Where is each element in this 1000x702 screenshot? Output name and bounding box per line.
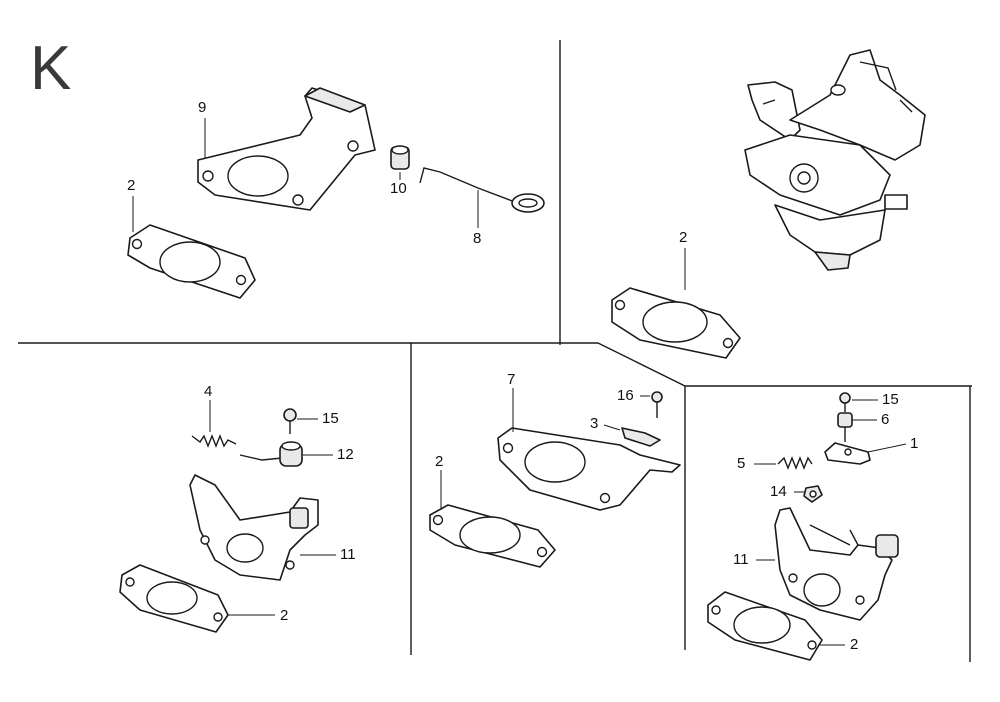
callout-1: 1 [910, 435, 919, 452]
part-6-collar [837, 412, 853, 442]
callout-3: 3 [590, 415, 599, 432]
leader-1 [867, 443, 907, 453]
part-2-gasket-bm [429, 504, 556, 568]
part-7-plate [497, 427, 681, 511]
callout-2-top-left: 2 [127, 177, 136, 194]
callout-4: 4 [204, 383, 213, 400]
callout-6: 6 [881, 411, 890, 428]
callout-5: 5 [737, 455, 746, 472]
part-5-spring [777, 456, 813, 470]
part-4-spring [191, 434, 237, 448]
callout-14: 14 [770, 483, 787, 500]
leader-3 [603, 424, 621, 431]
part-2-gasket-top-left [127, 224, 256, 299]
panel-dividers [18, 40, 972, 662]
part-14-nut [803, 485, 823, 503]
part-8-rod [419, 167, 545, 213]
callout-2-bottom-left: 2 [280, 607, 289, 624]
callout-10: 10 [390, 180, 407, 197]
part-12-collar [239, 441, 303, 467]
callout-11-bottom-right: 11 [733, 551, 749, 568]
section-letter: K [30, 34, 72, 103]
part-16-screw [651, 391, 663, 418]
part-3-clip [621, 427, 661, 447]
callout-2-bottom-right: 2 [850, 636, 859, 653]
part-2-gasket-br [707, 591, 823, 661]
callout-8: 8 [473, 230, 482, 247]
part-15-screw-bl [283, 408, 297, 434]
callout-15-bottom-right: 15 [882, 391, 899, 408]
part-9-plate [197, 87, 376, 211]
part-1-lever [824, 442, 871, 465]
part-15-screw-br [839, 392, 851, 412]
callout-2-bottom-middle: 2 [435, 453, 444, 470]
part-10-nut [390, 145, 410, 170]
part-2-gasket-top-right [611, 287, 741, 359]
callout-16: 16 [617, 387, 634, 404]
callout-7: 7 [507, 371, 516, 388]
part-2-gasket-bl [119, 564, 229, 633]
callout-9: 9 [198, 99, 207, 116]
callout-12: 12 [337, 446, 354, 463]
callout-11-bottom-left: 11 [340, 546, 356, 563]
carburetor [744, 49, 926, 271]
part-11-plate-br [774, 507, 899, 621]
callout-15-bottom-left: 15 [322, 410, 339, 427]
part-11-plate-bl [189, 474, 319, 581]
callout-2-top-right: 2 [679, 229, 688, 246]
